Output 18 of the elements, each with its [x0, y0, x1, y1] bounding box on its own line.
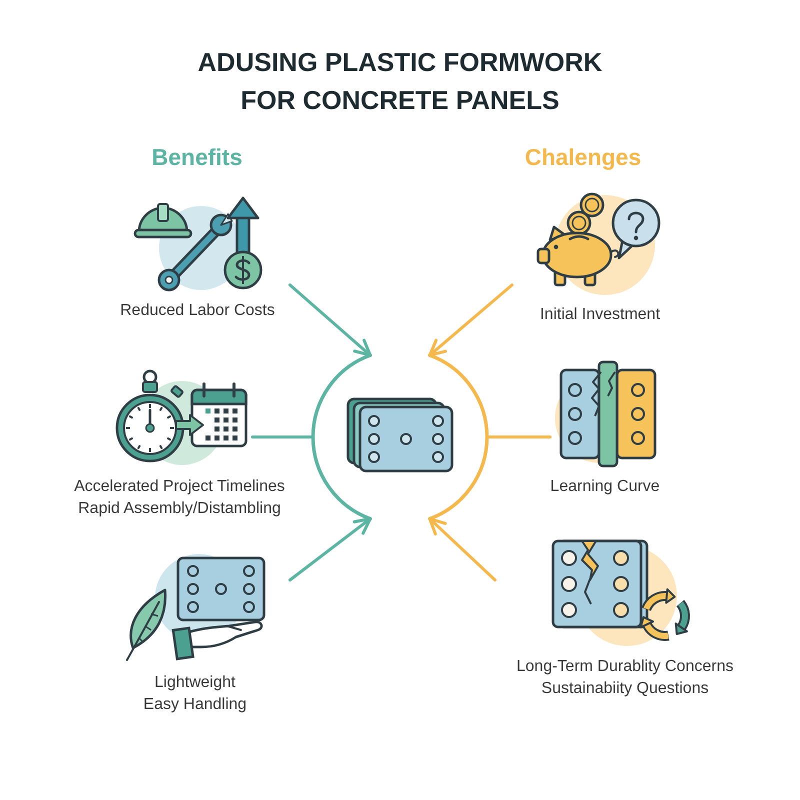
title: ADUSING PLASTIC FORMWORK FOR CONCRETE PANELS: [196, 46, 604, 117]
node-label: Rapid Assembly/Distambling: [78, 499, 281, 519]
node-label: Learning Curve: [550, 477, 660, 497]
arrow: [288, 284, 372, 357]
node-label: Accelerated Project Timelines: [74, 477, 285, 497]
node-label: Long-Term Durablity Concerns: [516, 657, 734, 677]
node-label: Reduced Labor Costs: [120, 301, 275, 321]
node-label: Sustainabiity Questions: [541, 679, 709, 699]
arrow: [288, 517, 372, 582]
node-label: Lightweight: [154, 673, 236, 693]
column-heading: Benefits: [150, 143, 244, 172]
connector-line: [251, 436, 314, 438]
arrow: [428, 517, 496, 582]
node-label: Initial Investment: [540, 305, 660, 325]
connector-line: [486, 436, 552, 438]
arrow: [428, 284, 514, 357]
column-heading: Chalenges: [524, 143, 642, 172]
node-label: Easy Handling: [143, 695, 247, 715]
